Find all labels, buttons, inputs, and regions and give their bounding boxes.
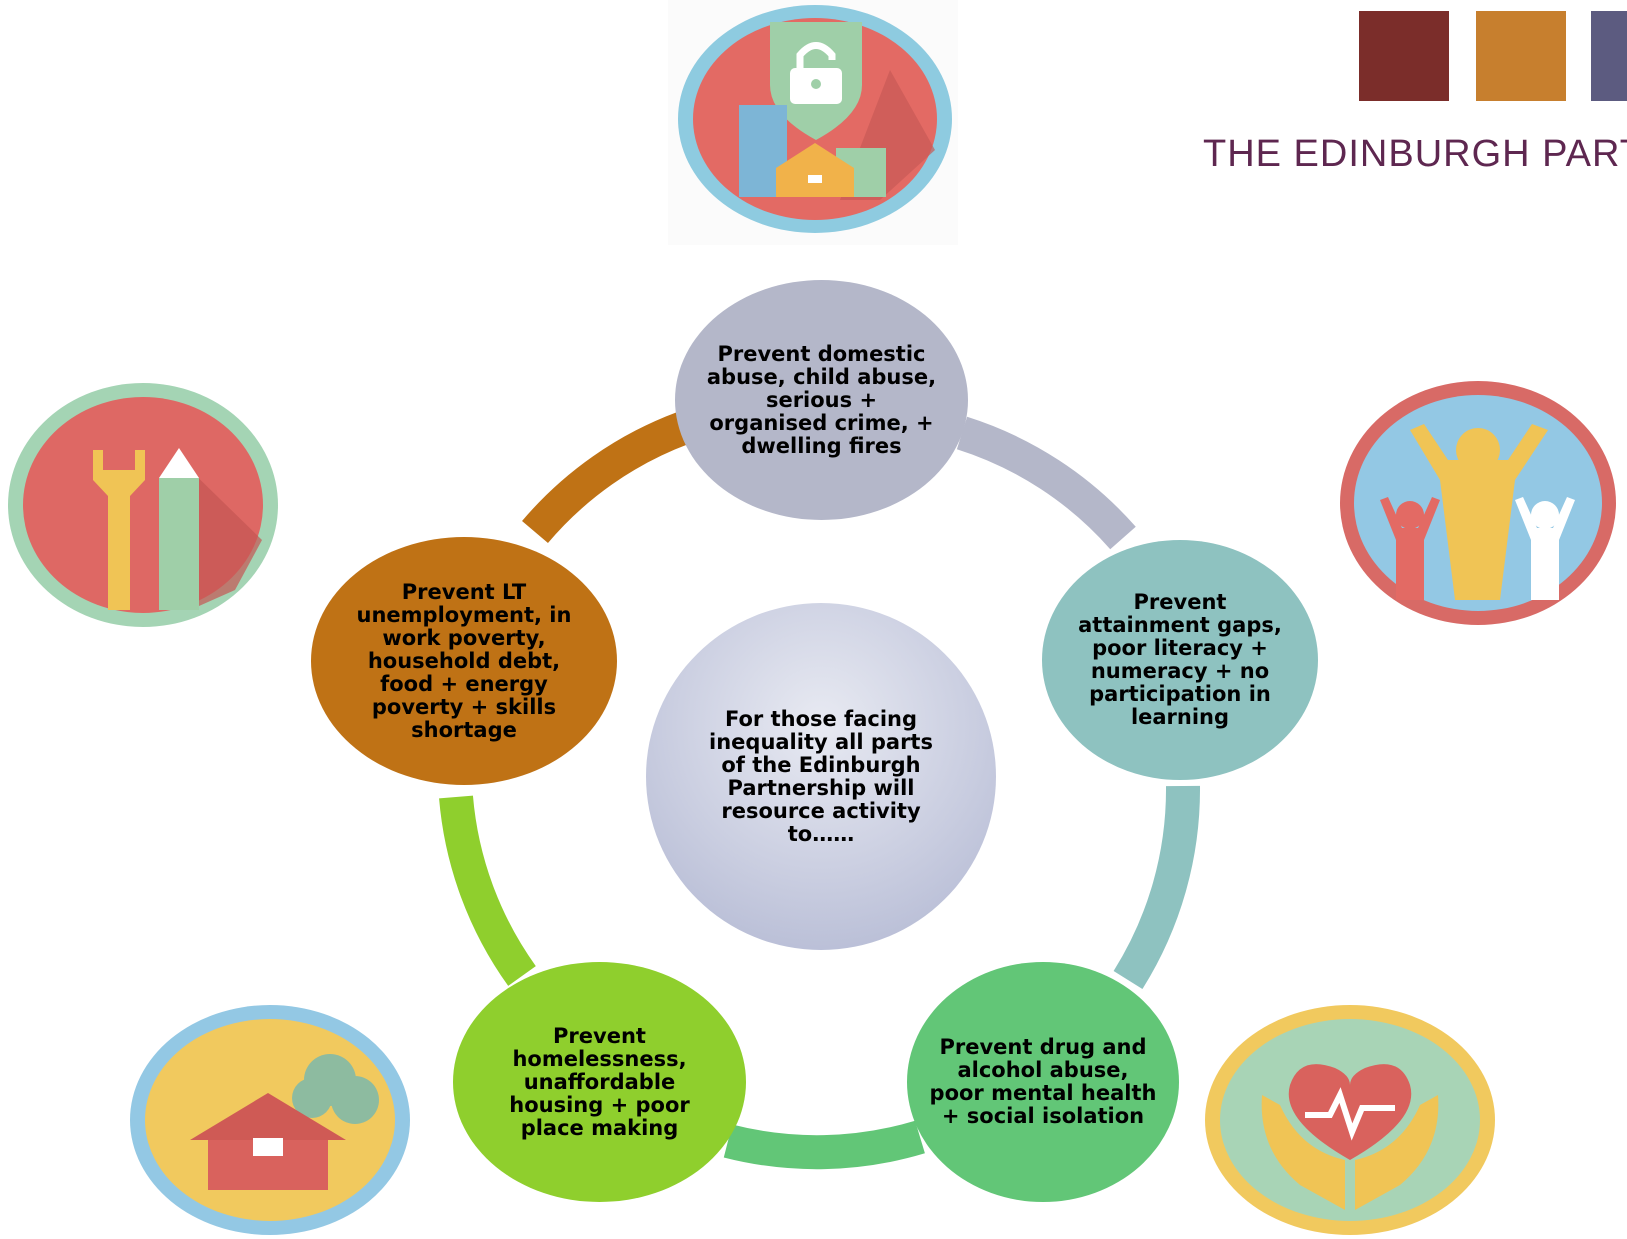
node-bottom-right-label: Prevent drug and alcohol abuse, poor men…: [929, 1035, 1157, 1128]
logo-square-3: [1591, 11, 1627, 101]
center-label: For those facing inequality all parts of…: [709, 706, 933, 846]
logo-square-1: [1359, 11, 1449, 101]
arc-left-bottomleft: [439, 795, 536, 986]
node-left-label: Prevent LT unemployment, in work poverty…: [356, 579, 572, 742]
safety-shield-lock-icon: [668, 0, 958, 245]
node-learning: Prevent attainment gaps, poor literacy +…: [1042, 540, 1318, 780]
node-right-label: Prevent attainment gaps, poor literacy +…: [1078, 590, 1282, 729]
node-top-label: Prevent domestic abuse, child abuse, ser…: [706, 341, 937, 458]
logo-text: THE EDINBURGH PART: [1203, 133, 1627, 175]
center-statement: For those facing inequality all parts of…: [646, 603, 996, 950]
arc-bottom: [723, 1120, 925, 1170]
arc-topleft: [522, 412, 690, 544]
health-heart-hands-icon: [1205, 1005, 1495, 1235]
node-health: Prevent drug and alcohol abuse, poor men…: [907, 962, 1179, 1202]
node-bottom-left-label: Prevent homelessness, unaffordable housi…: [509, 1023, 690, 1140]
node-community-safety: Prevent domestic abuse, child abuse, ser…: [675, 280, 968, 520]
logo-square-2: [1476, 11, 1566, 101]
house-icon: [130, 1005, 410, 1235]
arc-right-bottomright: [1113, 785, 1201, 990]
node-housing: Prevent homelessness, unaffordable housi…: [453, 962, 746, 1202]
people-celebrating-icon: [1340, 381, 1616, 625]
tools-wrench-pencil-icon: [8, 383, 278, 627]
arc-top-right: [956, 416, 1136, 550]
node-employment: Prevent LT unemployment, in work poverty…: [311, 537, 617, 785]
